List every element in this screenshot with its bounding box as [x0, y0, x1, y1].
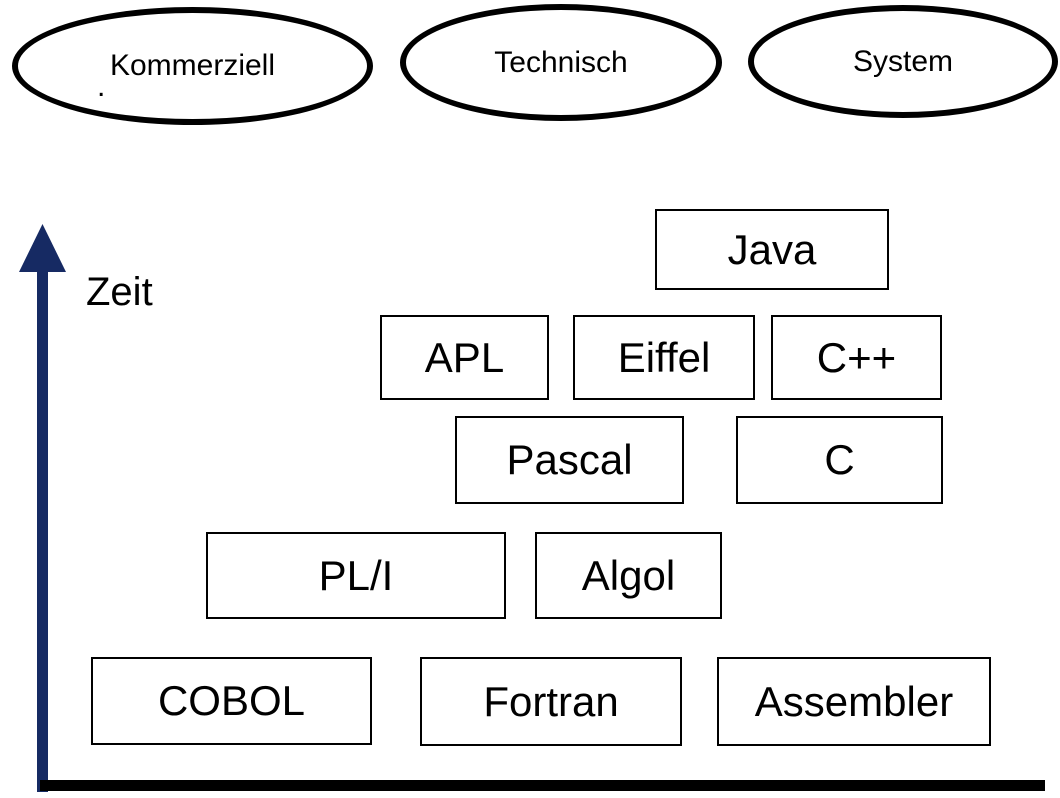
- language-box-cobol: COBOL: [91, 657, 372, 745]
- language-label-cpp: C++: [816, 333, 897, 381]
- language-label-c: C: [824, 436, 855, 483]
- language-box-c: C: [736, 416, 943, 504]
- category-label-kommerziell: Kommerziell: [109, 49, 276, 82]
- time-axis-line: [37, 252, 48, 792]
- language-box-assembler: Assembler: [717, 657, 991, 746]
- language-box-algol: Algol: [535, 532, 722, 619]
- language-label-pascal: Pascal: [506, 436, 633, 483]
- language-label-algol: Algol: [581, 551, 676, 599]
- category-label-technisch: Technisch: [494, 45, 628, 79]
- category-label-system: System: [852, 44, 954, 78]
- language-label-eiffel: Eiffel: [617, 333, 711, 381]
- language-label-assembler: Assembler: [754, 677, 954, 725]
- language-box-eiffel: Eiffel: [573, 315, 755, 400]
- language-box-apl: APL: [380, 315, 549, 400]
- baseline-bar: [40, 780, 1045, 791]
- language-box-pascal: Pascal: [455, 416, 684, 504]
- category-ellipse-kommerziell: Kommerziell: [12, 7, 373, 125]
- language-box-pli: PL/I: [206, 532, 506, 619]
- language-label-fortran: Fortran: [483, 677, 619, 725]
- stray-period-text: .: [97, 70, 106, 103]
- language-box-fortran: Fortran: [420, 657, 682, 746]
- language-label-java: Java: [727, 225, 817, 273]
- language-label-apl: APL: [424, 333, 505, 381]
- category-ellipse-system: System: [748, 5, 1058, 118]
- language-label-pli: PL/I: [318, 551, 394, 599]
- time-axis-label: Zeit: [86, 270, 153, 314]
- language-label-cobol: COBOL: [157, 677, 306, 724]
- language-box-java: Java: [655, 209, 889, 290]
- language-box-cpp: C++: [771, 315, 942, 400]
- category-ellipse-technisch: Technisch: [400, 4, 722, 121]
- time-axis-arrowhead: [19, 224, 66, 272]
